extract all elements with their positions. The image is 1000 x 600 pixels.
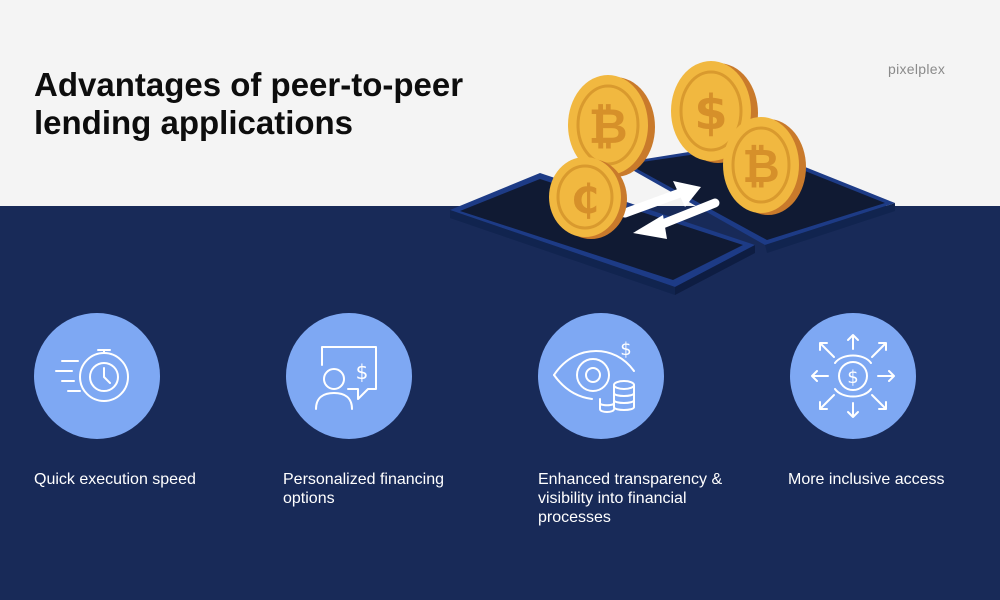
feature-icon-circle: $ <box>790 313 916 439</box>
header-background <box>0 0 1000 206</box>
coin-icon: ₵ <box>549 157 627 239</box>
stopwatch-icon <box>55 349 129 402</box>
brand-logo: pixelplex <box>888 61 946 77</box>
dollar-arrows-outward-icon: $ <box>811 334 895 418</box>
svg-text:$: $ <box>847 367 858 388</box>
eye-coins-icon: $ <box>553 339 635 413</box>
coin-symbol: $ <box>694 85 727 141</box>
coin-symbol: ₿ <box>588 99 627 155</box>
svg-text:$: $ <box>356 360 369 384</box>
feature-icon-circle: $ <box>286 313 412 439</box>
phones-exchanging-crypto-coins-illustration: ₿ $ ₿ ₵ <box>445 55 905 305</box>
page-title: Advantages of peer-to-peer lending appli… <box>34 66 464 141</box>
feature-label: Quick execution speed <box>34 471 196 488</box>
coin-icon: $ <box>671 61 758 163</box>
coin-icon: ₿ <box>568 75 655 177</box>
svg-text:$: $ <box>620 339 631 360</box>
feature-icon-circle <box>34 313 160 439</box>
coin-icon: ₿ <box>723 117 806 215</box>
coin-symbol: ₿ <box>742 139 780 193</box>
coin-symbol: ₵ <box>571 177 599 223</box>
feature-icon-circle: $ <box>538 313 664 439</box>
exchange-arrows-icon <box>620 181 720 239</box>
person-dollar-chat-icon: $ <box>315 346 377 410</box>
feature-label: More inclusive access <box>788 471 945 488</box>
feature-label: Personalized financing options <box>283 471 444 507</box>
feature-label: Enhanced transparency & visibility into … <box>538 471 723 526</box>
